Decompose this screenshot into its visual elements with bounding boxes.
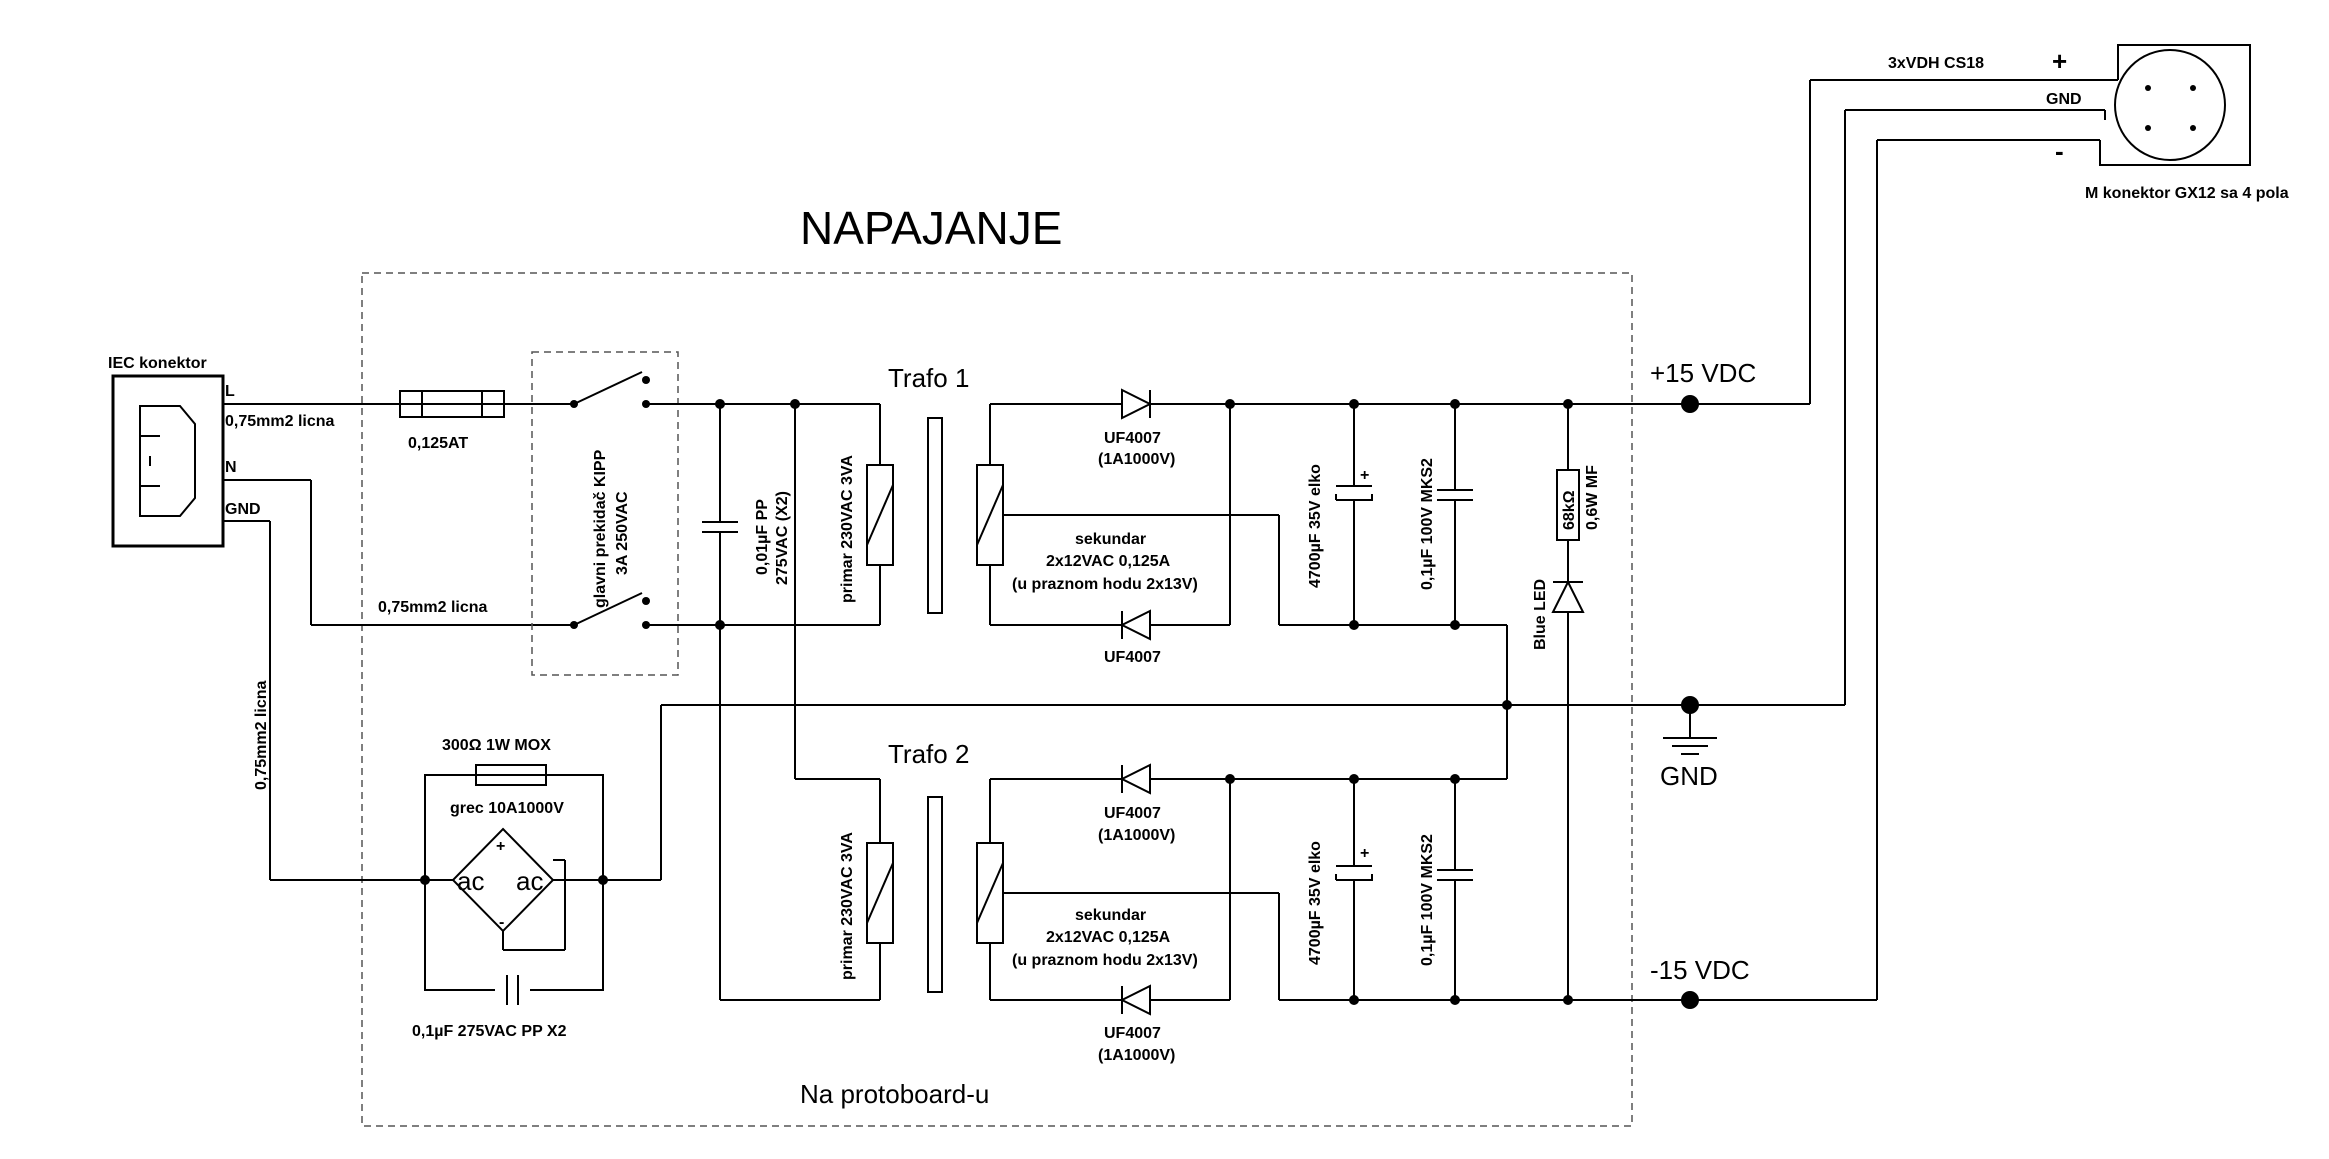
trafo1-secondary (976, 464, 1004, 566)
elko-top-label: 4700µF 35V elko (1307, 464, 1324, 588)
diode-d2 (1119, 609, 1151, 641)
trafo2-primary-label: primar 230VAC 3VA (839, 832, 856, 980)
led-resistor-value: 68kΩ (1561, 490, 1578, 530)
trafo1-primary (866, 464, 894, 566)
bridge-minus: - (499, 914, 504, 931)
elko-top (1335, 404, 1373, 625)
elko-bottom-label: 4700µF 35V elko (1307, 841, 1324, 965)
d3-rating: (1A1000V) (1098, 827, 1175, 844)
mox-resistor (475, 764, 547, 786)
d4-part: UF4007 (1104, 1025, 1161, 1042)
mks-top (1437, 404, 1473, 625)
d2-part: UF4007 (1104, 649, 1161, 666)
iec-pin-n: N (225, 459, 237, 476)
elko-bottom-plus: + (1360, 845, 1369, 862)
diode-d3 (1119, 763, 1151, 795)
protoboard-outline (361, 272, 1633, 1127)
trafo2-sec-label-3: (u praznom hodu 2x13V) (1012, 952, 1198, 969)
connector-plus: + (2052, 46, 2067, 76)
iec-pin-gnd: GND (225, 501, 261, 518)
bridge-ac-left: ac (457, 866, 484, 896)
trafo2-secondary (976, 842, 1004, 944)
switch-box (531, 351, 679, 676)
mox-resistor-label: 300Ω 1W MOX (442, 737, 551, 754)
bridge-plus: + (496, 838, 505, 855)
switch-label-1: glavni prekidač KIPP (592, 449, 609, 608)
trafo1-primary-label: primar 230VAC 3VA (839, 455, 856, 603)
output-pos15: +15 VDC (1650, 358, 1756, 388)
connector-minus: - (2055, 136, 2064, 166)
gnd-wire-label: 0,75mm2 licna (253, 681, 270, 791)
led-resistor (1556, 404, 1580, 582)
d1-part: UF4007 (1104, 430, 1161, 447)
trafo2-core (927, 796, 943, 993)
elko-top-plus: + (1360, 467, 1369, 484)
iec-label: IEC konektor (108, 355, 207, 372)
output-gnd: GND (1660, 761, 1718, 791)
trafo1-sec-label-2: 2x12VAC 0,125A (1046, 553, 1171, 570)
bridge-label: grec 10A1000V (450, 800, 564, 817)
switch-label-2: 3A 250VAC (614, 491, 631, 575)
mks-bottom-label: 0,1µF 100V MKS2 (1419, 834, 1436, 966)
trafo1-name: Trafo 1 (888, 363, 969, 393)
trafo2-sec-label-2: 2x12VAC 0,125A (1046, 929, 1171, 946)
output-neg15: -15 VDC (1650, 955, 1750, 985)
diode-d1 (1121, 388, 1153, 420)
d1-rating: (1A1000V) (1098, 451, 1175, 468)
d3-part: UF4007 (1104, 805, 1161, 822)
elko-bottom (1335, 779, 1373, 1000)
ground-loop-capacitor (495, 970, 530, 1010)
x-capacitor (702, 404, 738, 625)
protoboard-label: Na protoboard-u (800, 1079, 989, 1109)
cable-label: 3xVDH CS18 (1888, 55, 1984, 72)
blue-led (1551, 579, 1585, 1000)
trafo2-name: Trafo 2 (888, 739, 969, 769)
l-wire-label: 0,75mm2 licna (225, 413, 335, 430)
trafo1-sec-label-1: sekundar (1075, 531, 1146, 548)
iec-pin-l: L (225, 383, 235, 400)
diode-d4 (1119, 984, 1151, 1016)
fuse (399, 390, 505, 418)
mks-top-label: 0,1µF 100V MKS2 (1419, 458, 1436, 590)
gx12-connector (2099, 44, 2251, 166)
connector-label: M konektor GX12 sa 4 pola (2085, 185, 2289, 202)
trafo2-primary (866, 842, 894, 944)
ground-icon (1663, 705, 1717, 755)
fuse-label: 0,125AT (408, 435, 468, 452)
trafo2-sec-label-1: sekundar (1075, 907, 1146, 924)
schematic-title: NAPAJANJE (800, 202, 1062, 254)
trafo1-core (927, 417, 943, 614)
d4-rating: (1A1000V) (1098, 1047, 1175, 1064)
x-cap-label-1: 0,01µF PP (754, 499, 771, 575)
trafo1-sec-label-3: (u praznom hodu 2x13V) (1012, 576, 1198, 593)
led-label: Blue LED (1532, 579, 1549, 650)
bridge-ac-right: ac (516, 866, 543, 896)
led-resistor-rating: 0,6W MF (1584, 465, 1601, 530)
ground-loop-cap-label: 0,1µF 275VAC PP X2 (412, 1023, 567, 1040)
iec-connector: IEC konektor (108, 355, 225, 548)
connector-gnd: GND (2046, 91, 2082, 108)
main-switch (570, 371, 650, 629)
mks-bottom (1437, 779, 1473, 1000)
n-wire-label: 0,75mm2 licna (378, 599, 488, 616)
x-cap-label-2: 275VAC (X2) (774, 491, 791, 585)
bridge-rectifier (425, 827, 603, 951)
